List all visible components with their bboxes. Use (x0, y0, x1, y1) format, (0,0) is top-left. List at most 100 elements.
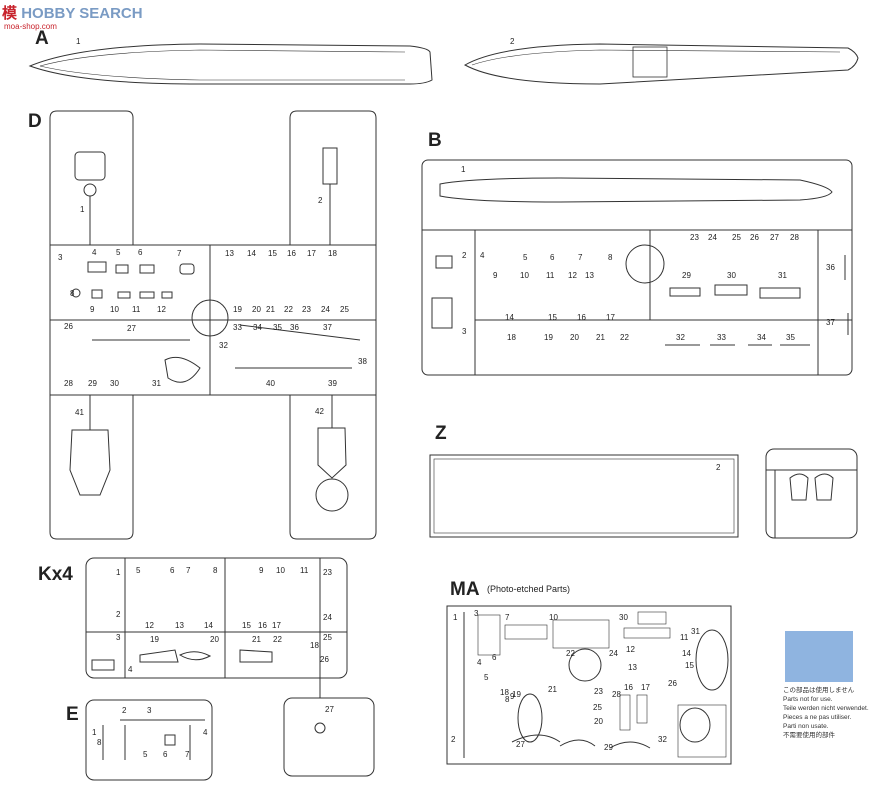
svg-text:6: 6 (492, 653, 497, 662)
svg-text:14: 14 (204, 621, 213, 630)
svg-text:34: 34 (757, 333, 766, 342)
svg-text:10: 10 (276, 566, 285, 575)
svg-text:15: 15 (685, 661, 694, 670)
svg-text:13: 13 (585, 271, 594, 280)
svg-text:21: 21 (266, 305, 275, 314)
svg-text:1: 1 (92, 728, 97, 737)
brand-url: moa-shop.com (4, 22, 57, 31)
svg-text:19: 19 (512, 690, 521, 699)
svg-text:33: 33 (717, 333, 726, 342)
svg-text:8: 8 (608, 253, 613, 262)
svg-text:31: 31 (152, 379, 161, 388)
svg-text:21: 21 (548, 685, 557, 694)
section-label-z: Z (435, 423, 447, 444)
svg-text:37: 37 (826, 318, 835, 327)
svg-text:5: 5 (116, 248, 121, 257)
note-line-de: Teile werden nicht verwendet. (783, 705, 869, 712)
svg-text:12: 12 (145, 621, 154, 630)
svg-text:5: 5 (484, 673, 489, 682)
svg-text:4: 4 (480, 251, 485, 260)
svg-text:22: 22 (273, 635, 282, 644)
svg-text:14: 14 (505, 313, 514, 322)
section-label-d: D (28, 111, 42, 132)
svg-text:7: 7 (505, 613, 510, 622)
svg-text:20: 20 (210, 635, 219, 644)
svg-text:28: 28 (612, 690, 621, 699)
photo-etched-numbers: 1 2 3 4 5 6 7 8 9 10 11 12 13 14 15 16 1… (451, 609, 700, 752)
svg-text:6: 6 (550, 253, 555, 262)
svg-text:5: 5 (523, 253, 528, 262)
photo-etched-fret (446, 605, 732, 765)
svg-text:13: 13 (175, 621, 184, 630)
svg-text:6: 6 (170, 566, 175, 575)
svg-text:24: 24 (609, 649, 618, 658)
note-line-en: Parts not for use. (783, 696, 833, 703)
note-line-fr: Pieces a ne pas utiliser. (783, 714, 852, 721)
svg-text:17: 17 (307, 249, 316, 258)
svg-text:11: 11 (300, 566, 309, 575)
svg-text:30: 30 (619, 613, 628, 622)
svg-text:18: 18 (507, 333, 516, 342)
svg-text:2: 2 (116, 610, 121, 619)
svg-text:7: 7 (186, 566, 191, 575)
note-line-ja: この部品は使用しません (783, 687, 855, 694)
sprue-kx4-numbers: 1 2 3 4 5 6 7 8 9 10 11 12 13 14 15 16 1… (116, 566, 334, 714)
svg-text:18: 18 (310, 641, 319, 650)
svg-text:37: 37 (323, 323, 332, 332)
sprue-z-number: 2 (716, 463, 721, 472)
svg-text:26: 26 (320, 655, 329, 664)
brand-name: HOBBY SEARCH (21, 5, 143, 22)
hull-part-1 (28, 43, 433, 85)
sprue-d (49, 110, 377, 540)
sprue-e (85, 699, 213, 781)
svg-text:27: 27 (127, 324, 136, 333)
sprue-b (421, 159, 853, 376)
svg-text:4: 4 (92, 248, 97, 257)
svg-text:26: 26 (668, 679, 677, 688)
svg-text:29: 29 (604, 743, 613, 752)
svg-text:5: 5 (136, 566, 141, 575)
svg-text:9: 9 (510, 692, 515, 701)
svg-text:11: 11 (132, 305, 141, 314)
svg-text:9: 9 (493, 271, 498, 280)
svg-text:2: 2 (318, 196, 323, 205)
svg-text:7: 7 (578, 253, 583, 262)
svg-text:18: 18 (500, 688, 509, 697)
svg-text:9: 9 (90, 305, 95, 314)
svg-text:8: 8 (97, 738, 102, 747)
svg-text:4: 4 (203, 728, 208, 737)
svg-text:25: 25 (593, 703, 602, 712)
svg-text:28: 28 (64, 379, 73, 388)
svg-text:26: 26 (750, 233, 759, 242)
svg-text:35: 35 (273, 323, 282, 332)
svg-text:8: 8 (70, 289, 75, 298)
svg-text:4: 4 (128, 665, 133, 674)
svg-text:19: 19 (233, 305, 242, 314)
svg-text:7: 7 (185, 750, 190, 759)
svg-text:32: 32 (676, 333, 685, 342)
svg-text:24: 24 (323, 613, 332, 622)
svg-text:11: 11 (546, 271, 555, 280)
svg-text:25: 25 (732, 233, 741, 242)
svg-text:2: 2 (451, 735, 456, 744)
svg-text:27: 27 (325, 705, 334, 714)
svg-text:36: 36 (290, 323, 299, 332)
svg-text:32: 32 (219, 341, 228, 350)
svg-text:29: 29 (88, 379, 97, 388)
svg-text:27: 27 (516, 740, 525, 749)
svg-text:33: 33 (233, 323, 242, 332)
svg-text:16: 16 (577, 313, 586, 322)
svg-text:28: 28 (790, 233, 799, 242)
brand-mark: 模 (2, 5, 18, 22)
svg-text:1: 1 (461, 165, 466, 174)
svg-text:3: 3 (474, 609, 479, 618)
svg-text:35: 35 (786, 333, 795, 342)
svg-text:3: 3 (58, 253, 63, 262)
svg-text:17: 17 (641, 683, 650, 692)
svg-text:15: 15 (242, 621, 251, 630)
svg-text:42: 42 (315, 407, 324, 416)
section-label-ma: MA (450, 579, 480, 600)
svg-text:30: 30 (110, 379, 119, 388)
svg-text:25: 25 (340, 305, 349, 314)
